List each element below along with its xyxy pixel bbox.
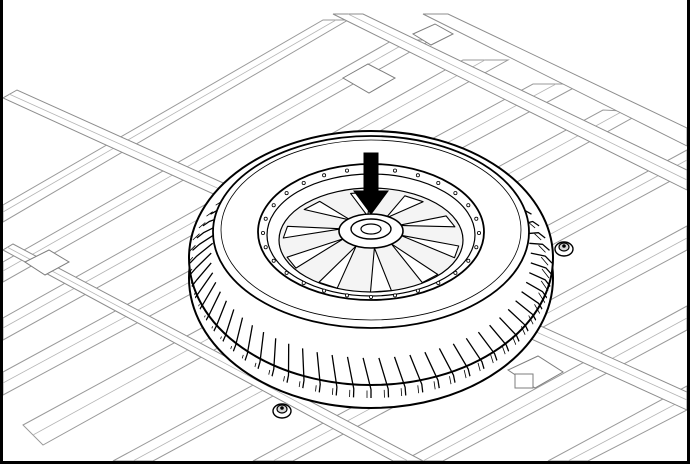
spare-wheel	[188, 130, 554, 409]
tread-chevron	[189, 262, 212, 290]
wheel-rim	[257, 163, 485, 301]
tread-chevron	[526, 232, 546, 239]
tread-groove	[534, 233, 542, 241]
rack-brackets	[23, 23, 564, 389]
tread-groove	[528, 222, 536, 229]
rim-bolt	[284, 270, 289, 275]
tread-chevron	[530, 262, 553, 277]
rim-bolt	[301, 280, 306, 285]
rim-bolt	[322, 288, 327, 293]
rim-bolt	[476, 230, 481, 235]
tread-chevron	[346, 356, 355, 398]
tread-chevron	[530, 252, 553, 264]
rim-bolt	[436, 180, 441, 185]
tread-groove	[538, 292, 546, 304]
rim-bolt	[415, 173, 420, 178]
rim-bolt	[284, 191, 289, 196]
rim-bolt	[466, 258, 471, 263]
tread-groove	[541, 268, 550, 279]
rim-spoke	[286, 238, 345, 269]
rim-bolt	[436, 280, 441, 285]
rim-spoke	[385, 195, 424, 219]
rim-bolt	[263, 245, 268, 250]
tread-groove	[540, 256, 549, 266]
mount-knob-front	[272, 403, 292, 419]
rim-bolt	[392, 168, 397, 173]
tread-chevron	[378, 357, 390, 398]
rim-bolt	[344, 168, 349, 173]
tread-chevron	[529, 272, 553, 290]
rim-bolt	[271, 203, 276, 208]
tread-groove	[540, 280, 549, 292]
wheel-mounting-illustration	[3, 13, 687, 461]
tread-chevron	[192, 233, 217, 251]
rim-bolt	[301, 180, 306, 185]
tread-groove	[206, 211, 213, 217]
mount-knob-right	[554, 241, 574, 257]
rim-spoke	[282, 225, 343, 239]
rim-bolt	[474, 216, 479, 221]
tread-chevron	[393, 356, 408, 398]
rim-bolt	[322, 173, 327, 178]
rim-bolt	[453, 191, 458, 196]
tread-groove	[189, 256, 194, 266]
tread-chevron	[189, 252, 212, 277]
rim-bolt	[466, 203, 471, 208]
rim-spoke	[369, 247, 392, 293]
tread-groove	[538, 245, 546, 253]
tread-groove	[383, 389, 386, 398]
rim-bolt	[344, 293, 349, 298]
rim-bolt	[392, 293, 397, 298]
rim-bolt	[263, 216, 268, 221]
tread-chevron	[529, 242, 550, 251]
rim-spoke	[399, 234, 460, 259]
rim-bolt	[271, 258, 276, 263]
rim-bolt	[415, 288, 420, 293]
tread-groove	[348, 389, 351, 398]
tread-chevron	[331, 354, 338, 398]
tread-groove	[198, 222, 206, 229]
tread-chevron	[362, 357, 372, 398]
tread-groove	[189, 268, 193, 279]
tread-chevron	[189, 242, 214, 264]
rim-spoke	[397, 215, 456, 228]
rim-bolt	[474, 245, 479, 250]
rim-bolt	[260, 230, 265, 235]
rim-spoke	[390, 243, 439, 284]
down-arrow-icon	[353, 152, 389, 215]
tread-groove	[192, 233, 200, 241]
rim-spoke	[318, 245, 357, 289]
rim-bolt	[368, 294, 373, 299]
rim-bolt	[453, 270, 458, 275]
rim-spoke	[303, 200, 352, 221]
